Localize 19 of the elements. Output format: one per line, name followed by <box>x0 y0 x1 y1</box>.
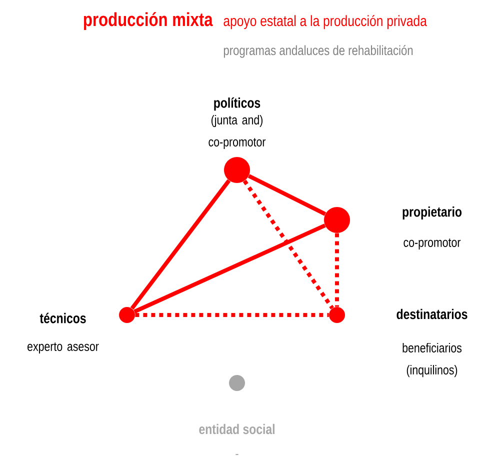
node-name: propietario <box>402 206 462 220</box>
node-name: políticos <box>214 97 260 111</box>
connector-line <box>134 224 326 314</box>
connector-line <box>242 180 334 310</box>
connector-line <box>130 179 231 310</box>
connector-line <box>335 233 339 307</box>
subtitle: programas andaluces de rehabilitación <box>224 45 413 58</box>
node-name: técnicos <box>40 312 86 324</box>
node-name: entidad social <box>199 424 274 434</box>
node-role: - <box>236 454 238 456</box>
subtitle: apoyo estatal a la producción privada <box>224 14 427 30</box>
connector-line <box>135 313 329 317</box>
node-role: experto asesor <box>28 342 99 354</box>
node-role: co-promotor <box>404 238 461 250</box>
node-name: destinatarios <box>396 308 468 320</box>
node-role: beneficiarios (inquilinos) <box>402 342 462 378</box>
title: producción mixta <box>84 12 213 30</box>
node-role: (junta and) co-promotor <box>208 114 266 150</box>
connector-line <box>248 174 326 216</box>
